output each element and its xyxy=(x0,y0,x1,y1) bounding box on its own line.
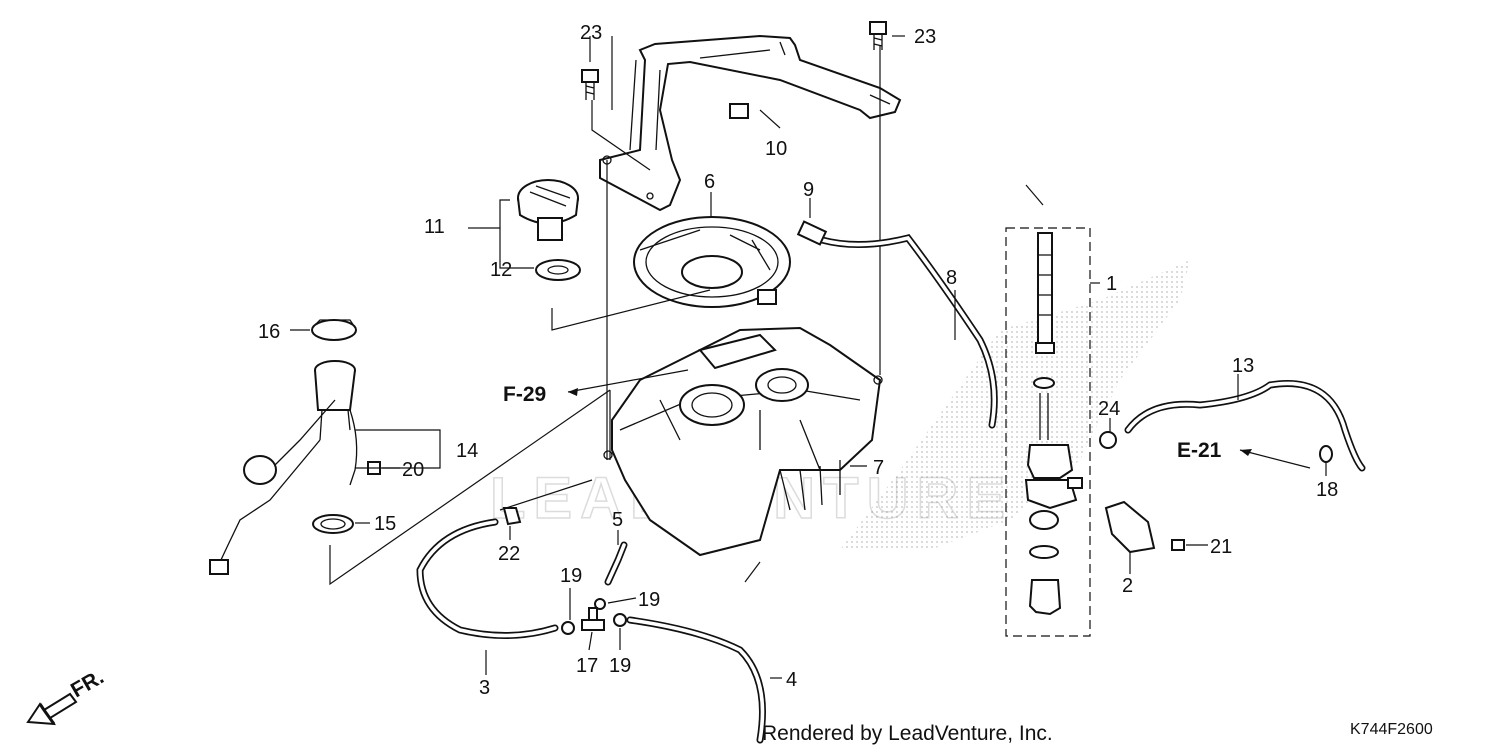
hose-clip-19-right xyxy=(613,613,627,627)
footer-credit: Rendered by LeadVenture, Inc. xyxy=(762,722,1053,745)
fuel-tank-frame xyxy=(599,34,902,212)
callout-19-right: 19 xyxy=(638,589,660,611)
callout-13: 13 xyxy=(1232,355,1254,377)
callout-19-bottom: 19 xyxy=(609,655,631,677)
o-ring-lower xyxy=(1029,545,1059,559)
fuel-cock-body xyxy=(1024,393,1083,510)
hose-clip-24 xyxy=(1099,431,1117,449)
callout-9: 9 xyxy=(803,179,814,201)
callout-4: 4 xyxy=(786,669,797,691)
fuel-cup xyxy=(1028,579,1062,616)
lock-nut xyxy=(311,319,357,341)
fuel-hose-13 xyxy=(1124,380,1366,472)
callout-22: 22 xyxy=(498,543,520,565)
callout-10: 10 xyxy=(765,138,787,160)
bolt-23-left xyxy=(581,69,599,100)
fuel-tank xyxy=(603,326,883,557)
callout-2: 2 xyxy=(1122,575,1133,597)
callout-23-right: 23 xyxy=(914,26,936,48)
callout-12: 12 xyxy=(490,259,512,281)
hose-clip-18 xyxy=(1319,445,1333,463)
callout-23-left: 23 xyxy=(580,22,602,44)
callout-5: 5 xyxy=(612,509,623,531)
callout-14: 14 xyxy=(456,440,478,462)
o-ring-strainer xyxy=(1033,377,1055,389)
fuel-strainer xyxy=(1035,232,1055,354)
tube-5 xyxy=(604,541,628,586)
callout-6: 6 xyxy=(704,171,715,193)
fuel-cock-assembly-box xyxy=(1005,184,1091,637)
callout-21: 21 xyxy=(1210,536,1232,558)
fuel-unit-gasket xyxy=(312,514,354,534)
callout-19-top-left: 19 xyxy=(560,565,582,587)
callouts: 1 2 3 4 5 6 7 8 9 10 11 12 13 14 15 16 1… xyxy=(258,22,1338,699)
three-way-joint-17 xyxy=(581,607,605,631)
callout-8: 8 xyxy=(946,267,957,289)
callout-11: 11 xyxy=(424,216,445,238)
fuel-cock-knob xyxy=(1104,500,1156,554)
callout-20: 20 xyxy=(402,459,424,481)
clip-22 xyxy=(502,507,522,526)
callout-3: 3 xyxy=(479,677,490,699)
callout-7: 7 xyxy=(873,457,884,479)
reference-f29: F-29 xyxy=(503,383,546,406)
front-direction-arrow-icon xyxy=(26,692,78,726)
leader-lines xyxy=(290,35,1327,679)
fuel-cap xyxy=(517,179,579,241)
screw-21 xyxy=(1171,539,1185,551)
hose-clip-19-top xyxy=(594,598,606,610)
drain-tube-3 xyxy=(416,518,559,639)
drawing-code: K744F2600 xyxy=(1350,721,1433,738)
reference-arrows xyxy=(568,388,1252,456)
reference-e21: E-21 xyxy=(1177,439,1222,462)
filler-neck-tray xyxy=(633,216,791,308)
breather-fitting-9 xyxy=(796,220,828,246)
fuel-level-sender xyxy=(209,360,358,575)
fuel-hose-8 xyxy=(818,234,998,429)
callout-15: 15 xyxy=(374,513,396,535)
hose-clip-19-left xyxy=(561,621,575,635)
callout-17: 17 xyxy=(576,655,598,677)
callout-1: 1 xyxy=(1106,273,1117,295)
bolt-23-right xyxy=(869,21,887,50)
callout-16: 16 xyxy=(258,321,280,343)
callout-18: 18 xyxy=(1316,479,1338,501)
drain-tube-4 xyxy=(626,616,766,744)
diaphragm xyxy=(1029,510,1059,530)
cap-seal xyxy=(535,259,581,281)
callout-24: 24 xyxy=(1098,398,1120,420)
brand-wing-watermark xyxy=(840,260,1190,550)
